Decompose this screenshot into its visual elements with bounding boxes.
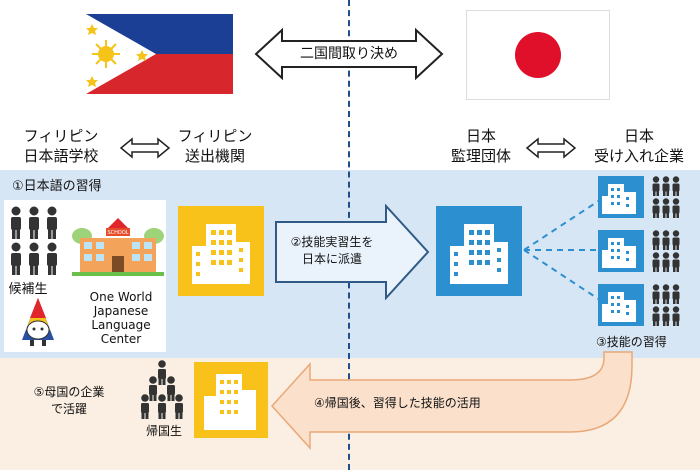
- step5-label-line2: で活躍: [50, 402, 87, 416]
- jp-company-header-line1: 日本: [623, 127, 654, 145]
- jp-supervisor-header-line1: 日本: [465, 127, 496, 145]
- school-sign: SCHOOL: [107, 230, 128, 236]
- step3-label: ③技能の習得: [596, 335, 667, 349]
- supervisor-company-double-arrow: [526, 137, 576, 159]
- step5-label-line1: ⑤母国の企業: [33, 385, 105, 399]
- step2-label-line1: ②技能実習生を: [290, 235, 374, 249]
- school-name-line4: Center: [100, 332, 142, 346]
- step5-label: ⑤母国の企業 で活躍: [14, 384, 124, 418]
- philippines-flag: [86, 14, 233, 94]
- step4-label: ④帰国後、習得した技能の活用: [314, 396, 481, 410]
- step2-label-line2: 日本に派遣: [301, 252, 362, 266]
- school-name-line2: Japanese: [93, 304, 149, 318]
- japan-flag: [466, 10, 610, 100]
- school-building-icon: SCHOOL: [72, 218, 164, 276]
- agreement-label: 二国間取り決め: [300, 46, 398, 62]
- candidates-label: 候補生: [8, 282, 48, 297]
- mascot-icon: [22, 298, 54, 346]
- returnees-label: 帰国生: [145, 424, 182, 438]
- ph-school-header-line2: 日本語学校: [23, 147, 99, 165]
- supervisor-building-icon: [450, 224, 508, 284]
- jp-supervisor-header: 日本 監理団体: [436, 126, 526, 166]
- host-companies-icon: [598, 176, 694, 326]
- ph-agency-header-line1: フィリピン: [177, 127, 253, 145]
- school-name-line3: Language: [91, 318, 151, 332]
- candidates-people-icon: [11, 206, 57, 275]
- school-name: One World Japanese Language Center: [78, 290, 164, 346]
- company-connectors: [523, 199, 601, 301]
- agency-building-icon: [192, 224, 250, 284]
- agreement-arrow: [254, 28, 444, 80]
- jp-company-header-line2: 受け入れ企業: [593, 147, 684, 165]
- returnees-people-icon: [141, 360, 183, 419]
- ph-agency-header-line2: 送出機関: [184, 147, 245, 165]
- jp-supervisor-header-line2: 監理団体: [450, 147, 511, 165]
- dispatch-arrow: [275, 204, 430, 300]
- return-arrow: [270, 351, 633, 450]
- ph-agency-header: フィリピン 送出機関: [170, 126, 260, 166]
- school-name-line1: One World: [89, 290, 153, 304]
- school-agency-double-arrow: [120, 137, 170, 159]
- step1-label: ①日本語の習得: [12, 179, 102, 194]
- ph-school-header: フィリピン 日本語学校: [6, 126, 116, 166]
- home-company-building-icon: [204, 374, 256, 430]
- jp-company-header: 日本 受け入れ企業: [580, 126, 698, 166]
- step2-label: ②技能実習生を 日本に派遣: [276, 234, 388, 268]
- ph-school-header-line1: フィリピン: [23, 127, 99, 145]
